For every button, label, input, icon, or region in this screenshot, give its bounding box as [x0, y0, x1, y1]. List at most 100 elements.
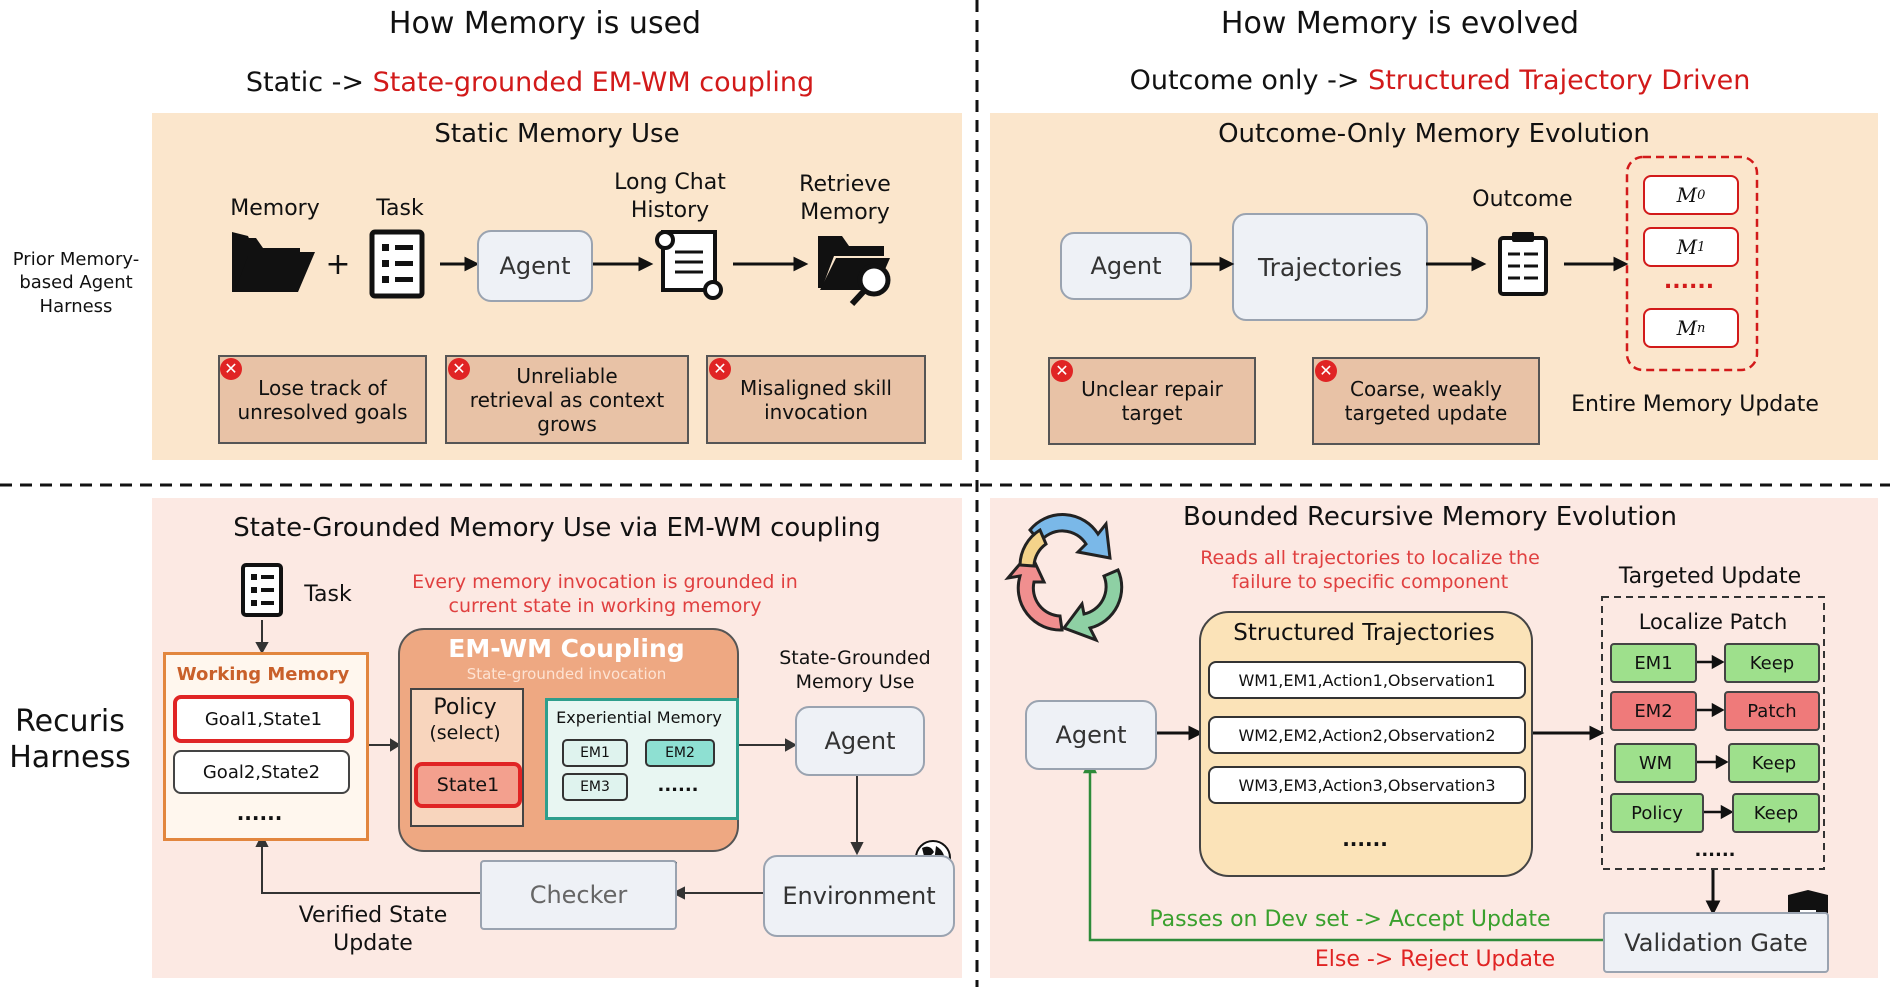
used-subtitle-red: State-grounded EM-WM coupling	[372, 66, 815, 98]
used-subtitle-static: Static ->	[245, 66, 365, 98]
patch-action: Keep	[1732, 793, 1820, 833]
verified-state-label-1: Verified State	[298, 902, 448, 928]
patch-dots: ......	[1694, 839, 1736, 861]
localize-note-2: failure to specific component	[1231, 571, 1509, 593]
retrieve-folder-icon	[818, 236, 891, 307]
issue-text-line: Misaligned skill	[739, 375, 892, 400]
em-wm-agent-box: Agent	[795, 706, 925, 776]
goal1-state1-item: Goal1,State1	[173, 695, 354, 743]
policy-state1-item: State1	[414, 762, 522, 808]
prior-label-line: Harness	[39, 295, 113, 317]
coupling-subtitle: State-grounded invocation	[466, 665, 667, 683]
task-label: Task	[376, 195, 424, 221]
patch-component: Policy	[1610, 793, 1704, 833]
issue-text-line: grows	[537, 411, 597, 436]
scroll-icon	[655, 230, 723, 300]
working-memory-box	[163, 652, 369, 841]
recursive-arrows	[1153, 725, 1721, 916]
em-wm-task-label: Task	[304, 581, 352, 607]
issue-text-line: Lose track of	[258, 375, 387, 400]
em-wm-arrows	[255, 620, 864, 900]
patch-action: Keep	[1724, 643, 1820, 683]
accept-update-label: Passes on Dev set -> Accept Update	[1149, 906, 1551, 932]
outcome-label: Outcome	[1472, 186, 1573, 212]
patch-component: EM2	[1610, 691, 1697, 731]
recuris-harness-label: Recuris Harness	[0, 700, 140, 780]
error-x-icon: ✕	[1051, 360, 1073, 382]
localize-patch-title: Localize Patch	[1638, 610, 1788, 634]
retrieve-label-2: Memory	[800, 199, 890, 225]
issue-text-line: target	[1121, 401, 1183, 425]
error-x-icon: ✕	[709, 358, 731, 380]
prior-label-line: Prior Memory-	[12, 248, 140, 270]
trajectory-dots: ......	[1342, 827, 1388, 851]
evolved-subtitle: Outcome only -> Structured Trajectory Dr…	[1080, 60, 1800, 100]
long-chat-label-1: Long Chat	[614, 169, 726, 195]
em2-item: EM2	[645, 739, 715, 767]
used-subtitle: Static -> State-grounded EM-WM coupling	[180, 62, 880, 102]
issue-text-line: Unreliable	[516, 363, 618, 388]
structured-trajectories-title: Structured Trajectories	[1233, 620, 1495, 646]
long-chat-label-2: History	[630, 197, 710, 223]
outcome-panel-title: Outcome-Only Memory Evolution	[1218, 119, 1650, 149]
issue-lose-track: Lose track of unresolved goals	[218, 355, 427, 444]
error-x-icon: ✕	[1315, 360, 1337, 382]
plus-sign: +	[325, 246, 351, 282]
policy-select-label: (select)	[429, 722, 501, 744]
cycle-icon	[1004, 513, 1124, 643]
em1-item: EM1	[562, 739, 628, 767]
working-memory-title: Working Memory	[176, 663, 350, 685]
issue-text-line: Unclear repair	[1081, 377, 1223, 401]
recursive-agent-box: Agent	[1025, 700, 1157, 770]
issue-text-line: targeted update	[1344, 401, 1508, 425]
evolved-subtitle-red: Structured Trajectory Driven	[1368, 64, 1751, 96]
task-list-icon	[241, 563, 283, 617]
state-grounded-label-2: Memory Use	[795, 671, 915, 693]
localize-patch-dashed-box	[1601, 596, 1825, 870]
issue-text-line: retrieval as context	[469, 387, 665, 412]
entire-memory-update-label: Entire Memory Update	[1571, 391, 1819, 417]
error-x-icon: ✕	[448, 358, 470, 380]
issue-text-line: Coarse, weakly	[1349, 377, 1502, 401]
patch-action: Patch	[1724, 691, 1820, 731]
trajectories-box: Trajectories	[1232, 213, 1428, 321]
localize-note-1: Reads all trajectories to localize the	[1200, 547, 1540, 569]
static-panel-title: Static Memory Use	[434, 119, 680, 149]
grounding-note-1: Every memory invocation is grounded in	[412, 571, 798, 593]
memory-dots: ......	[1663, 268, 1715, 294]
goal2-state2-item: Goal2,State2	[173, 750, 350, 794]
verified-state-label-2: Update	[333, 930, 413, 956]
prior-label-line: based Agent	[19, 272, 133, 294]
recuris-label-line: Recuris	[15, 704, 125, 739]
static-flow-arrows	[440, 256, 809, 272]
retrieve-label-1: Retrieve	[799, 171, 891, 197]
trajectory-row: WM3,EM3,Action3,Observation3	[1208, 766, 1526, 804]
issue-text-line: unresolved goals	[237, 399, 408, 424]
error-x-icon: ✕	[220, 358, 242, 380]
prior-harness-label: Prior Memory- based Agent Harness	[0, 244, 152, 322]
task-list-icon	[369, 229, 425, 299]
evolved-heading: How Memory is evolved	[1220, 5, 1580, 41]
validation-gate-box: Validation Gate	[1603, 912, 1829, 973]
folder-icon	[232, 232, 315, 292]
issue-misaligned-skill: Misaligned skill invocation	[706, 355, 926, 444]
memory-set-dashed-box	[1625, 155, 1759, 372]
outcome-flow-arrows	[1190, 256, 1629, 272]
em-wm-panel-title: State-Grounded Memory Use via EM-WM coup…	[233, 513, 881, 543]
em3-item: EM3	[562, 773, 628, 801]
patch-component: EM1	[1610, 643, 1697, 683]
patch-action: Keep	[1728, 743, 1820, 783]
experiential-memory-title: Experiential Memory	[556, 707, 722, 727]
grounding-note-2: current state in working memory	[448, 595, 762, 617]
issue-text-line: invocation	[764, 399, 868, 424]
issue-unclear-repair: Unclear repair target	[1048, 357, 1256, 445]
issue-coarse-update: Coarse, weakly targeted update	[1312, 357, 1540, 445]
issue-unreliable-retrieval: Unreliable retrieval as context grows	[445, 355, 689, 444]
trajectory-row: WM1,EM1,Action1,Observation1	[1208, 661, 1526, 699]
recuris-label-line: Harness	[9, 740, 131, 775]
